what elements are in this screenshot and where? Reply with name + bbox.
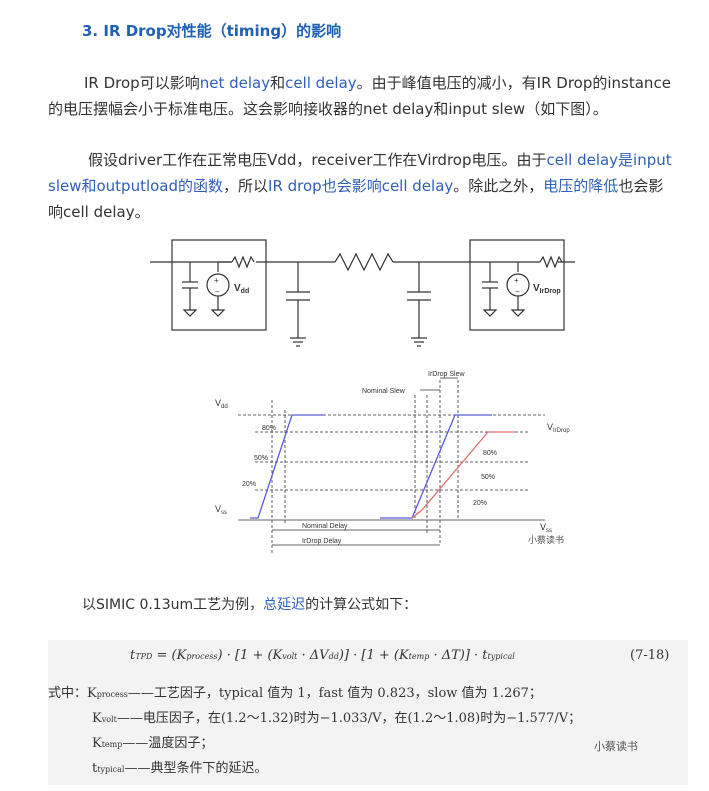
- p3-highlight-total-delay: 总延迟: [263, 597, 306, 613]
- p1-highlight-net-delay: net delay: [199, 74, 271, 92]
- svg-text:−: −: [215, 287, 220, 296]
- wf-vss-sub: ss: [221, 510, 227, 516]
- wf-80-left: 80%: [262, 425, 276, 432]
- vdd-label: V: [234, 283, 241, 294]
- wf-watermark: 小蔡读书: [528, 534, 564, 545]
- wf-20-right: 20%: [473, 500, 487, 507]
- p1-highlight-cell-delay: cell delay: [285, 74, 357, 92]
- waveform-diagram: [238, 377, 545, 555]
- virdrop-label-sub: IrDrop: [540, 288, 561, 295]
- wf-vdd-sub: dd: [221, 404, 228, 410]
- p2-text-4: 也会影响cell delay。: [48, 177, 664, 221]
- driver-box: [171, 239, 267, 331]
- p1-text-1: IR Drop可以影响: [84, 74, 200, 92]
- paragraph-2: 假设driver工作在正常电压Vdd，receiver工作在Virdrop电压。…: [48, 147, 673, 225]
- svg-text:Vdd: Vdd: [234, 283, 249, 295]
- wf-50-left: 50%: [254, 455, 268, 462]
- receiver-box: [469, 239, 565, 331]
- formula-image: tTPD = (Kprocess) · [1 + (Kvolt · ΔVdd)]…: [48, 640, 688, 785]
- formula-line-4: ttypical——典型条件下的延迟。: [92, 761, 268, 776]
- wf-irdrop-slew: IrDrop Slew: [428, 371, 466, 378]
- wire-resistor: [334, 252, 394, 272]
- formula-watermark: 小蔡读书: [594, 740, 638, 753]
- wf-vss2-sub: ss: [546, 528, 552, 534]
- receiver-nominal-waveform: [380, 414, 492, 519]
- p2-text-3: 。除此之外，: [453, 177, 544, 195]
- receiver-resistor: [539, 255, 563, 269]
- p1-text-2: 和: [270, 74, 286, 92]
- p2-text-2: ，所以: [223, 177, 269, 195]
- vdd-label-sub: dd: [241, 288, 250, 295]
- wf-vdd-label: V: [215, 398, 221, 408]
- driver-resistor: [231, 255, 255, 269]
- wf-vss2-label: V: [540, 522, 546, 532]
- p2-highlight-3: 电压的降低: [543, 177, 619, 195]
- formula-equation: tTPD = (Kprocess) · [1 + (Kvolt · ΔVdd)]…: [130, 648, 515, 663]
- p2-highlight-1: cell delay是input slew和outputload的函数: [48, 151, 672, 195]
- formula-line-3: Ktemp——温度因子；: [92, 736, 214, 751]
- svg-text:VIrDrop: VIrDrop: [547, 422, 570, 434]
- p2-highlight-2: IR drop也会影响cell delay: [268, 177, 454, 195]
- p2-text-1: 假设driver工作在正常电压Vdd，receiver工作在Virdrop电压。…: [88, 151, 547, 169]
- wf-virdrop-sub: IrDrop: [553, 428, 570, 434]
- svg-text:Vss: Vss: [215, 504, 227, 516]
- wf-20-left: 20%: [242, 481, 256, 488]
- paragraph-3: 以SIMIC 0.13um工艺为例，总延迟的计算公式如下：: [82, 592, 707, 618]
- wf-80-right: 80%: [483, 450, 497, 457]
- wf-nominal-slew: Nominal Slew: [362, 388, 406, 395]
- svg-text:Vdd: Vdd: [215, 398, 228, 410]
- svg-text:−: −: [515, 287, 520, 296]
- formula-line-2: Kvolt——电压因子，在(1.2～1.32)时为−1.033/V，在(1.2～…: [92, 711, 582, 726]
- wf-vss-label: V: [215, 504, 221, 514]
- svg-text:+: +: [214, 276, 219, 285]
- section-heading: 3. IR Drop对性能（timing）的影响: [82, 22, 342, 40]
- wf-nominal-delay: Nominal Delay: [302, 523, 348, 530]
- svg-text:VIrDrop: VIrDrop: [533, 283, 561, 295]
- nominal-waveform: [250, 414, 325, 519]
- virdrop-label: V: [533, 283, 540, 294]
- formula-number: (7-18): [630, 648, 670, 663]
- wf-irdrop-delay: IrDrop Delay: [302, 538, 342, 545]
- svg-text:+: +: [514, 276, 519, 285]
- paragraph-1: IR Drop可以影响net delay和cell delay。由于峰值电压的减…: [48, 70, 673, 122]
- formula-line-1: 式中：Kprocess——工艺因子，typical 值为 1，fast 值为 0…: [48, 686, 542, 701]
- p3-text-2: 的计算公式如下：: [305, 597, 418, 613]
- svg-text:Vss: Vss: [540, 522, 552, 534]
- wf-50-right: 50%: [481, 474, 495, 481]
- p1-text-3: 。由于峰值电压的减小，有IR Drop的instance的电压摆幅会小于标准电压…: [48, 74, 671, 118]
- p3-text-1: 以SIMIC 0.13um工艺为例，: [82, 597, 264, 613]
- wf-virdrop-label: V: [547, 422, 553, 432]
- irdrop-waveform: [411, 431, 515, 519]
